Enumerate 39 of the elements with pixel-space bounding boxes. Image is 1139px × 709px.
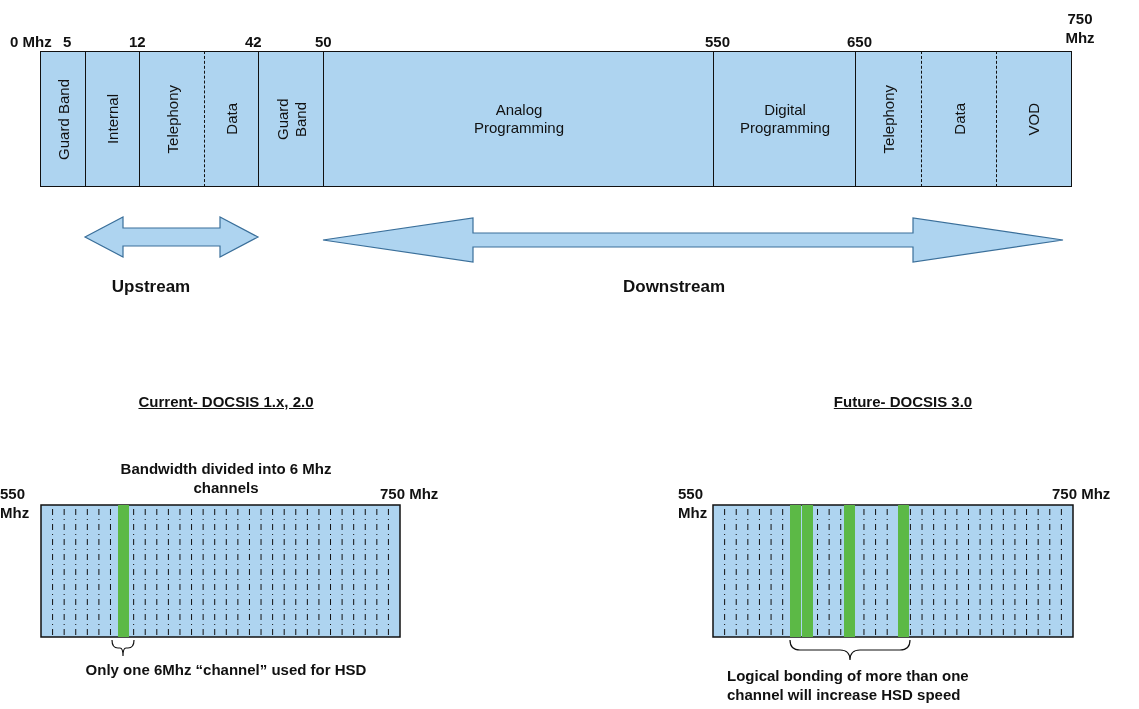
frequency-band-segment <box>996 51 1072 187</box>
frequency-tick-label: 550 <box>705 33 731 52</box>
frequency-tick-label: 750 Mhz <box>1052 485 1111 504</box>
frequency-tick-label: 5 <box>63 33 72 52</box>
band-label: VOD <box>1025 102 1043 136</box>
band-label: Telephony <box>880 84 898 154</box>
frequency-band-segment <box>204 51 259 187</box>
band-label: Telephony <box>163 84 182 154</box>
frequency-tick-label: 750 Mhz <box>380 485 439 504</box>
band-label: Data <box>223 103 241 135</box>
direction-label: Downstream <box>622 276 726 298</box>
section-heading: Future- DOCSIS 3.0 <box>832 393 974 412</box>
frequency-band-segment <box>855 51 922 187</box>
frequency-tick-label: 0 Mhz <box>10 33 52 52</box>
frequency-band-segment <box>85 51 140 187</box>
annotation-text: Logical bonding of more than one channel will increase HSD speed <box>727 667 970 705</box>
band-label: Digital Programming <box>739 101 831 137</box>
direction-label: Upstream <box>110 276 192 298</box>
frequency-tick-label: 50 <box>315 33 332 52</box>
frequency-band-segment <box>921 51 997 187</box>
frequency-tick-label: 750 Mhz <box>1064 10 1096 48</box>
frequency-band-segment <box>40 51 86 187</box>
frequency-band-segment <box>713 51 856 187</box>
frequency-tick-label: 42 <box>245 33 262 52</box>
frequency-tick-label: 550 Mhz <box>678 485 709 523</box>
frequency-tick-label: 650 <box>847 33 873 52</box>
frequency-tick-label: 550 Mhz <box>0 485 31 523</box>
frequency-tick-label: 12 <box>129 33 146 52</box>
frequency-band-segment <box>139 51 205 187</box>
band-label: Analog Programming <box>473 101 565 137</box>
annotation-text: Only one 6Mhz “channel” used for HSD <box>84 661 368 680</box>
band-label: Guard Band <box>273 97 310 142</box>
band-label: Internal <box>104 93 122 144</box>
annotation-text: Bandwidth divided into 6 Mhz channels <box>119 460 333 498</box>
band-label: Guard Band <box>54 78 73 160</box>
frequency-band-segment <box>258 51 324 187</box>
frequency-band-segment <box>323 51 714 187</box>
section-heading: Current- DOCSIS 1.x, 2.0 <box>137 393 315 412</box>
band-label: Data <box>950 103 969 135</box>
